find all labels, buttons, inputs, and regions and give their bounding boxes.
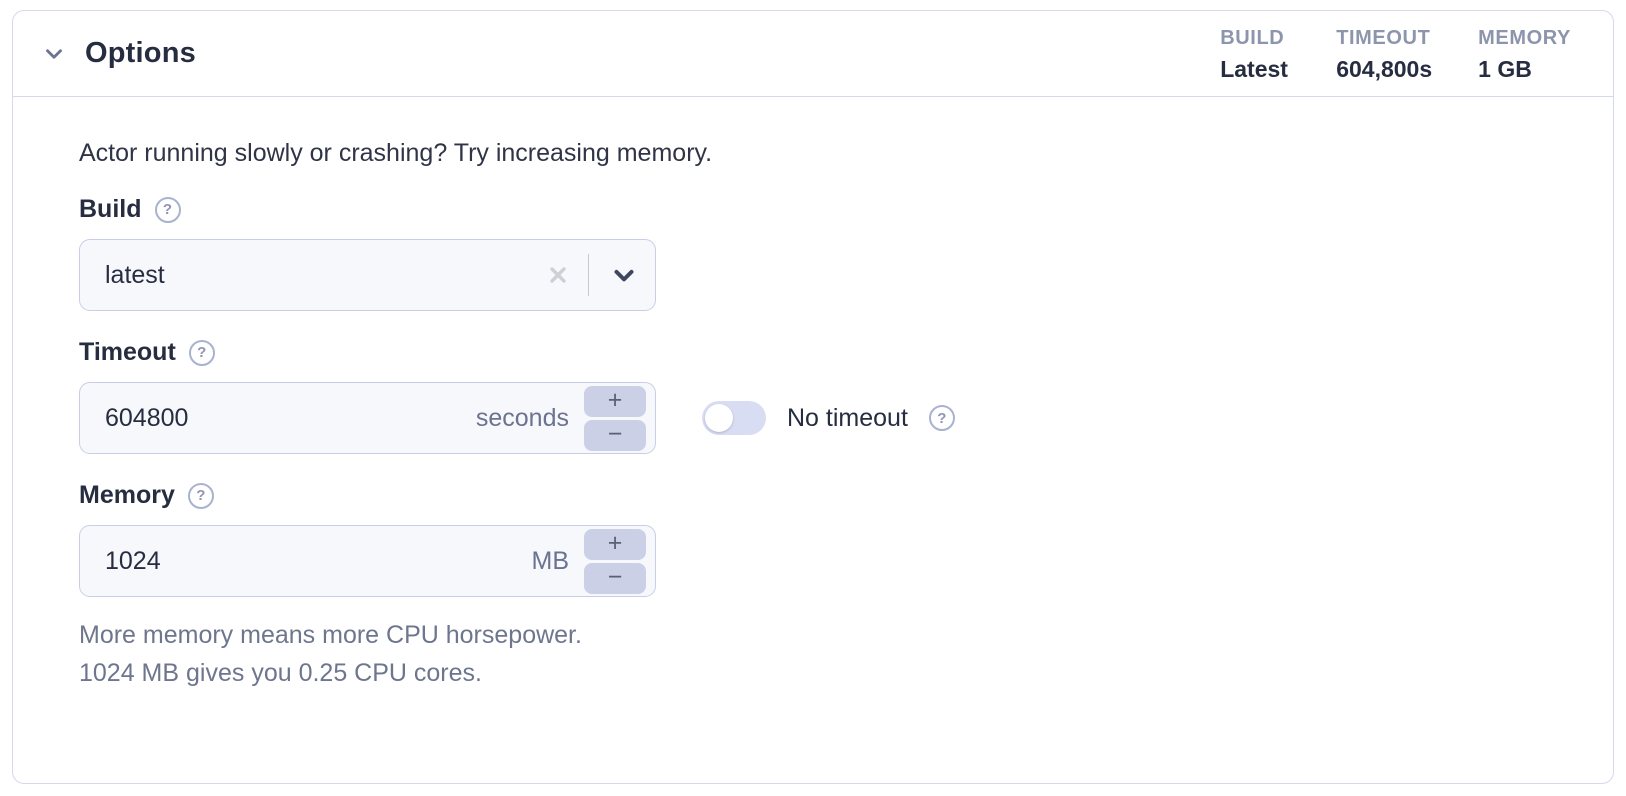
timeout-label-row: Timeout ? bbox=[79, 338, 1573, 367]
memory-helper-text: More memory means more CPU horsepower. 1… bbox=[79, 616, 1573, 692]
memory-decrement-button[interactable]: − bbox=[584, 562, 646, 594]
timeout-field-label: Timeout bbox=[79, 338, 176, 366]
timeout-decrement-button[interactable]: − bbox=[584, 419, 646, 451]
no-timeout-label: No timeout bbox=[787, 403, 908, 432]
build-help-icon[interactable]: ? bbox=[154, 196, 181, 223]
memory-field-row: MB + − bbox=[79, 525, 1573, 597]
memory-unit-label: MB bbox=[531, 546, 570, 575]
collapse-section-button[interactable] bbox=[37, 37, 71, 71]
no-timeout-group: No timeout ? bbox=[702, 401, 955, 435]
timeout-stepper: + − bbox=[584, 385, 646, 451]
summary-build-label: BUILD bbox=[1220, 26, 1285, 49]
summary-memory-value: 1 GB bbox=[1478, 55, 1532, 82]
options-panel-body: Actor running slowly or crashing? Try in… bbox=[13, 97, 1613, 692]
panel-title: Options bbox=[85, 37, 196, 69]
chevron-down-icon bbox=[609, 260, 639, 290]
options-summary: BUILD Latest TIMEOUT 604,800s MEMORY 1 G… bbox=[1220, 25, 1571, 83]
memory-help-icon[interactable]: ? bbox=[187, 482, 214, 509]
memory-helper-line-2: 1024 MB gives you 0.25 CPU cores. bbox=[79, 659, 482, 687]
timeout-increment-button[interactable]: + bbox=[584, 385, 646, 417]
summary-timeout-value: 604,800s bbox=[1336, 55, 1433, 82]
build-label-row: Build ? bbox=[79, 195, 1573, 224]
memory-helper-line-1: More memory means more CPU horsepower. bbox=[79, 621, 582, 649]
build-input[interactable] bbox=[105, 260, 543, 290]
memory-field-label: Memory bbox=[79, 481, 175, 509]
timeout-input[interactable] bbox=[105, 403, 476, 433]
summary-build-value: Latest bbox=[1220, 55, 1288, 82]
summary-memory-label: MEMORY bbox=[1478, 26, 1571, 49]
memory-stepper: + − bbox=[584, 528, 646, 594]
x-icon bbox=[546, 263, 570, 287]
chevron-down-icon bbox=[41, 41, 67, 67]
options-panel-header: Options BUILD Latest TIMEOUT 604,800s ME… bbox=[13, 11, 1613, 97]
build-dropdown-button[interactable] bbox=[604, 255, 644, 295]
no-timeout-toggle[interactable] bbox=[702, 401, 766, 435]
options-panel: Options BUILD Latest TIMEOUT 604,800s ME… bbox=[12, 10, 1614, 784]
timeout-unit-label: seconds bbox=[475, 403, 569, 432]
memory-hint-text: Actor running slowly or crashing? Try in… bbox=[79, 139, 713, 167]
memory-input[interactable] bbox=[105, 546, 532, 576]
no-timeout-help-icon[interactable]: ? bbox=[928, 405, 955, 431]
toggle-knob bbox=[705, 404, 733, 432]
build-select[interactable] bbox=[79, 239, 656, 311]
select-divider bbox=[587, 254, 589, 296]
timeout-help-icon[interactable]: ? bbox=[188, 339, 215, 366]
summary-build: BUILD Latest bbox=[1220, 27, 1290, 83]
build-field-row bbox=[79, 239, 1573, 311]
timeout-field-row: seconds + − No timeout ? bbox=[79, 382, 1573, 454]
timeout-input-box[interactable]: seconds + − bbox=[79, 382, 656, 454]
summary-timeout: TIMEOUT 604,800s bbox=[1336, 27, 1432, 83]
memory-label-row: Memory ? bbox=[79, 481, 1573, 510]
build-field-label: Build bbox=[79, 195, 142, 223]
summary-memory: MEMORY 1 GB bbox=[1478, 27, 1571, 83]
memory-increment-button[interactable]: + bbox=[584, 528, 646, 560]
memory-input-box[interactable]: MB + − bbox=[79, 525, 656, 597]
build-clear-button[interactable] bbox=[543, 260, 573, 290]
summary-timeout-label: TIMEOUT bbox=[1336, 26, 1431, 49]
